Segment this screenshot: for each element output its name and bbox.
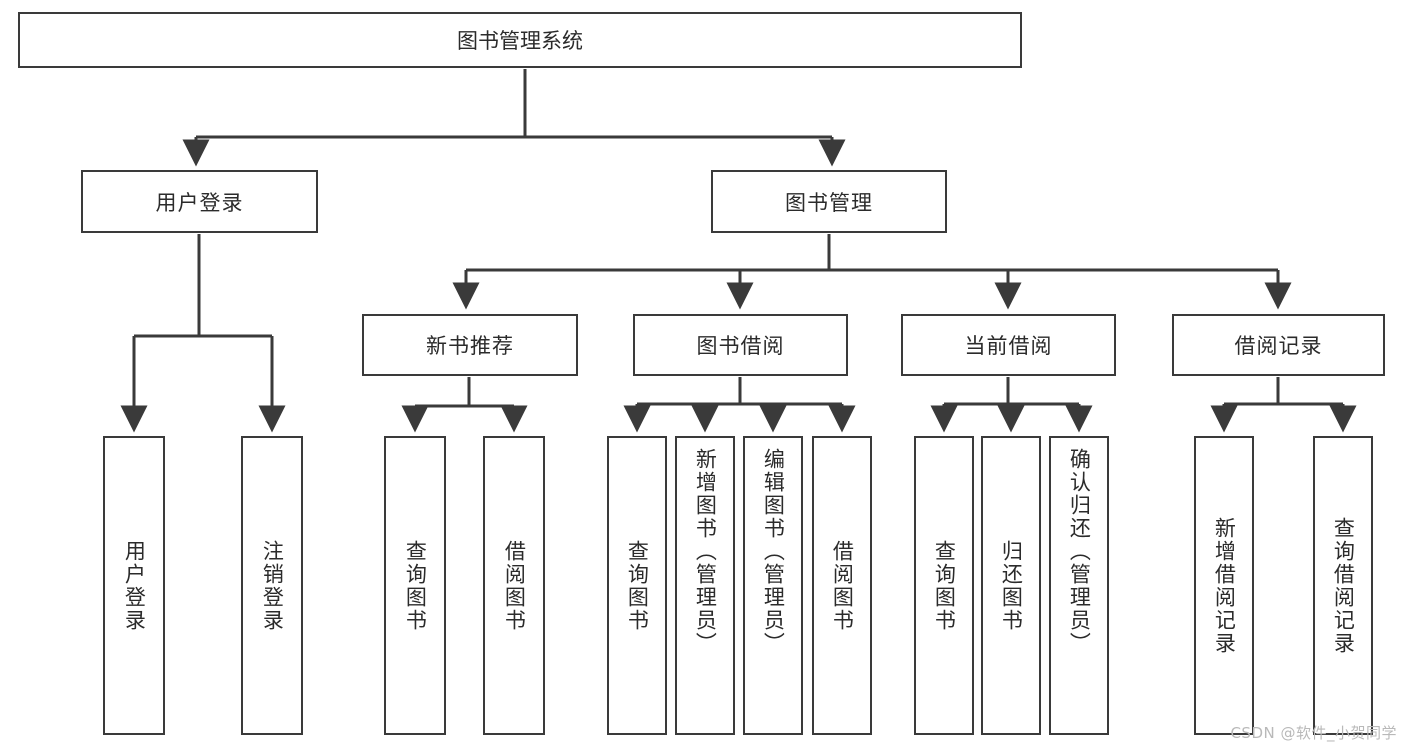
leaf-borrow-borrow-book[interactable]: 借阅图书	[812, 436, 872, 735]
leaf-label: 用户登录	[122, 539, 147, 632]
node-borrow-records-label: 借阅记录	[1234, 334, 1323, 358]
leaf-label: 注销登录	[260, 539, 285, 632]
leaf-records-add-record[interactable]: 新增借阅记录	[1194, 436, 1254, 735]
node-root-label: 图书管理系统	[457, 29, 583, 53]
node-borrow-records[interactable]: 借阅记录	[1172, 314, 1385, 376]
node-book-borrow-label: 图书借阅	[696, 334, 785, 358]
leaf-current-query-book[interactable]: 查询图书	[914, 436, 974, 735]
leaf-new-book-query[interactable]: 查询图书	[384, 436, 446, 735]
node-new-book-recommend[interactable]: 新书推荐	[362, 314, 578, 376]
csdn-watermark: CSDN @软件_小贺同学	[1230, 724, 1397, 742]
leaf-label: 查询图书	[932, 539, 957, 632]
leaf-current-return-book[interactable]: 归还图书	[981, 436, 1041, 735]
leaf-label: 确认归还（管理员）	[1067, 448, 1092, 655]
leaf-borrow-add-book-admin[interactable]: 新增图书（管理员）	[675, 436, 735, 735]
leaf-borrow-edit-book-admin[interactable]: 编辑图书（管理员）	[743, 436, 803, 735]
node-current-borrow[interactable]: 当前借阅	[901, 314, 1116, 376]
leaf-label: 编辑图书（管理员）	[761, 448, 786, 655]
leaf-label: 查询图书	[403, 539, 428, 632]
leaf-label: 查询借阅记录	[1331, 516, 1356, 655]
node-user-login-label: 用户登录	[155, 190, 244, 215]
node-root[interactable]: 图书管理系统	[18, 12, 1022, 68]
leaf-borrow-query-book[interactable]: 查询图书	[607, 436, 667, 735]
node-user-login[interactable]: 用户登录	[81, 170, 318, 233]
leaf-label: 借阅图书	[830, 539, 855, 632]
leaf-records-query-record[interactable]: 查询借阅记录	[1313, 436, 1373, 735]
leaf-label: 查询图书	[625, 539, 650, 632]
node-current-borrow-label: 当前借阅	[964, 334, 1053, 358]
leaf-current-confirm-return-admin[interactable]: 确认归还（管理员）	[1049, 436, 1109, 735]
leaf-label: 新增借阅记录	[1212, 516, 1237, 655]
leaf-label: 借阅图书	[502, 539, 527, 632]
leaf-user-login-login[interactable]: 用户登录	[103, 436, 165, 735]
node-book-borrow[interactable]: 图书借阅	[633, 314, 848, 376]
leaf-user-login-logout[interactable]: 注销登录	[241, 436, 303, 735]
node-new-book-recommend-label: 新书推荐	[426, 334, 514, 358]
leaf-new-book-borrow[interactable]: 借阅图书	[483, 436, 545, 735]
leaf-label: 归还图书	[999, 539, 1024, 632]
node-book-management-label: 图书管理	[785, 190, 873, 215]
leaf-label: 新增图书（管理员）	[693, 448, 718, 655]
node-book-management[interactable]: 图书管理	[711, 170, 947, 233]
